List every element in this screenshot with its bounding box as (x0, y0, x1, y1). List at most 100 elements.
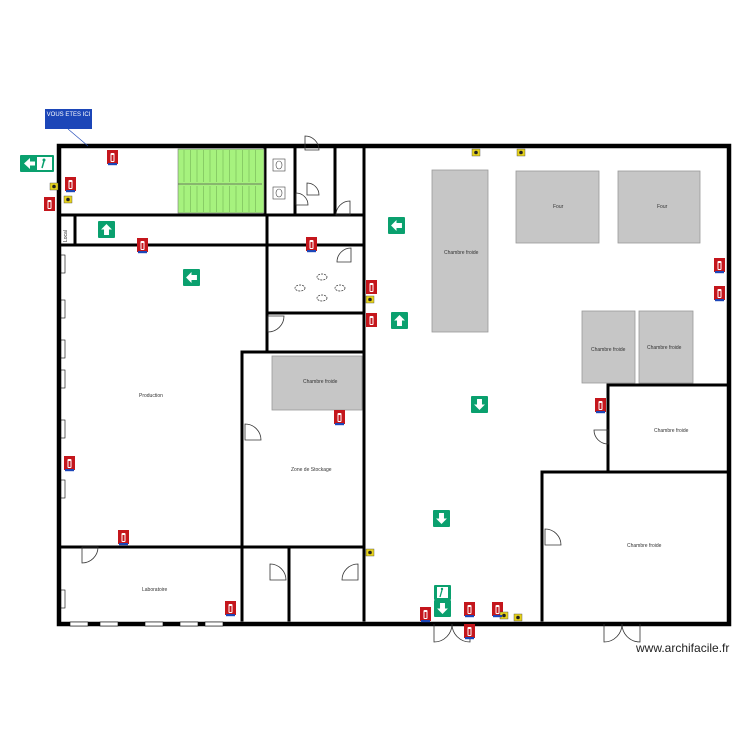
door-swing-icon (341, 563, 359, 581)
fire-extinguisher-icon (334, 410, 345, 424)
emergency-exit-icon (98, 221, 115, 238)
fixtures (271, 169, 701, 411)
sanitary-fixtures (272, 158, 346, 302)
door-swing-icon (306, 182, 320, 196)
extinguisher-tag (715, 271, 724, 274)
fire-extinguisher-icon (306, 237, 317, 251)
room-chambre-froide-r3: Chambre froide (654, 428, 689, 434)
emergency-exit-icon (433, 510, 450, 527)
window (179, 621, 199, 627)
door-swing-icon (304, 135, 320, 151)
window (60, 254, 66, 274)
extinguisher-tag (138, 251, 147, 254)
room-chambre-froide-r1: Chambre froide (591, 347, 626, 353)
emergency-exit-icon (388, 217, 405, 234)
interior-walls (60, 147, 728, 622)
extinguisher-tag (335, 423, 344, 426)
fire-alarm-icon (471, 148, 481, 157)
fire-extinguisher-icon (137, 238, 148, 252)
extinguisher-tag (493, 615, 502, 618)
fire-alarm-icon (63, 195, 73, 204)
window (60, 479, 66, 499)
door-swing-icon (81, 546, 99, 564)
fire-extinguisher-icon (65, 177, 76, 191)
extinguisher-tag (65, 469, 74, 472)
fire-extinguisher-icon (714, 286, 725, 300)
extinguisher-tag (108, 163, 117, 166)
fire-extinguisher-icon (225, 601, 236, 615)
fire-alarm-icon (365, 295, 375, 304)
door-swing-icon (603, 623, 641, 643)
fire-extinguisher-icon (366, 280, 377, 294)
window (60, 589, 66, 609)
door-swing-icon (295, 192, 309, 206)
window (60, 339, 66, 359)
room-chambre-froide-long: Chambre froide (444, 250, 479, 256)
fire-extinguisher-icon (107, 150, 118, 164)
extinguisher-tag (596, 411, 605, 414)
emergency-exit-icon (434, 585, 451, 600)
emergency-exit-icon (183, 269, 200, 286)
room-local-small: Local (63, 230, 69, 242)
extinguisher-tag (66, 190, 75, 193)
room-chambre-froide-r4: Chambre froide (627, 543, 662, 549)
emergency-exit-icon (471, 396, 488, 413)
fire-extinguisher-icon (714, 258, 725, 272)
badge-pointer (67, 128, 89, 147)
emergency-exit-icon (391, 312, 408, 329)
window (99, 621, 119, 627)
room-production: Production (139, 393, 163, 399)
watermark: www.archifacile.fr (636, 641, 730, 655)
door-swing-icon (336, 247, 352, 263)
fire-alarm-icon (513, 613, 523, 622)
room-chambre-froide-r2: Chambre froide (647, 345, 682, 351)
window (144, 621, 164, 627)
toilet-icon (272, 186, 286, 200)
extinguisher-tag (226, 614, 235, 617)
fire-extinguisher-icon (118, 530, 129, 544)
room-labels: Production Laboratoire Zone de Stockage … (63, 204, 689, 593)
sink-icon (316, 273, 328, 281)
room-zone-stockage: Zone de Stockage (291, 467, 332, 473)
door-swing-icon (267, 315, 285, 333)
window (60, 419, 66, 439)
extinguisher-tag (465, 637, 474, 640)
fire-alarm-icon (365, 548, 375, 557)
staircase (177, 148, 265, 214)
window (60, 299, 66, 319)
door-swing-icon (593, 429, 609, 445)
window (60, 369, 66, 389)
room-chambre-froide-center: Chambre froide (303, 379, 338, 385)
extinguisher-tag (715, 299, 724, 302)
room-laboratoire: Laboratoire (142, 587, 168, 593)
fire-alarm-icon (49, 182, 59, 191)
sink-icon (316, 294, 328, 302)
door-swing-icon (433, 623, 471, 643)
fire-alarm-icon (516, 148, 526, 157)
fire-extinguisher-icon (64, 456, 75, 470)
fire-extinguisher-icon (464, 602, 475, 616)
window (69, 621, 89, 627)
windows (60, 254, 224, 627)
door-swing-icon (269, 563, 287, 581)
extinguisher-tag (465, 615, 474, 618)
doors (81, 135, 641, 643)
fire-extinguisher-icon (595, 398, 606, 412)
window (204, 621, 224, 627)
fire-extinguisher-icon (366, 313, 377, 327)
door-swing-icon (335, 200, 351, 216)
sink-icon (334, 284, 346, 292)
room-four-1: Four (553, 204, 564, 210)
emergency-exit-icon (20, 155, 54, 172)
you-are-here-badge: VOUS ETES ICI (45, 109, 92, 129)
fire-extinguisher-icon (44, 197, 55, 211)
fire-extinguisher-icon (420, 607, 431, 621)
extinguisher-tag (119, 543, 128, 546)
sink-icon (294, 284, 306, 292)
toilet-icon (272, 158, 286, 172)
extinguisher-tag (421, 620, 430, 623)
door-swing-icon (244, 423, 262, 441)
fire-extinguisher-icon (492, 602, 503, 616)
fire-extinguisher-icon (464, 624, 475, 638)
